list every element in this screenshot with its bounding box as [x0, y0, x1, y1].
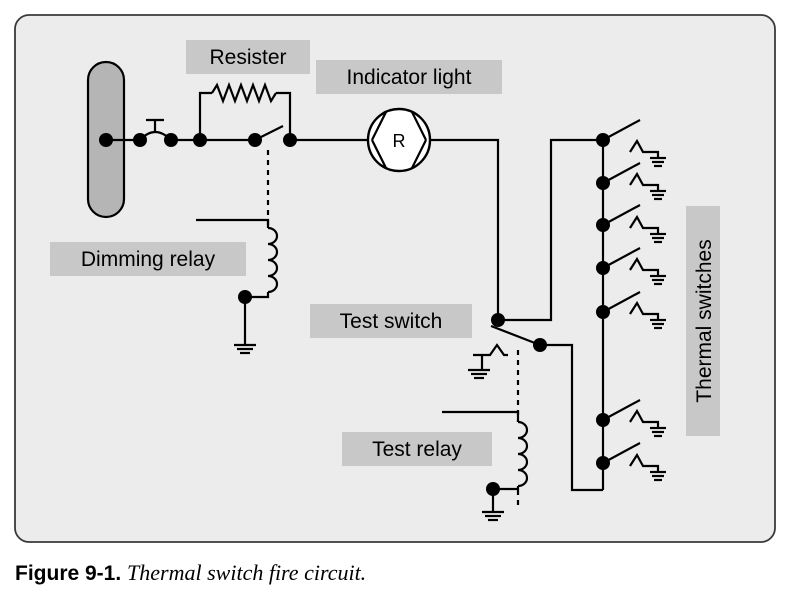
resister-label: Resister: [209, 46, 286, 69]
thermal-switch-6: [602, 399, 666, 438]
test-switch-label-box: [310, 304, 472, 338]
thermal-switch-5: [602, 291, 666, 330]
test-switch-label: Test switch: [340, 310, 443, 333]
thermal-switch-1: [602, 119, 666, 168]
junction-dots: [99, 133, 610, 496]
test-switch: [468, 138, 603, 510]
thermal-switch-4: [602, 247, 666, 286]
dimming-relay-label-box: [50, 242, 246, 276]
dimming-relay-label: Dimming relay: [81, 248, 216, 271]
resistor-symbol: [211, 81, 277, 105]
diagram-panel: [14, 14, 776, 543]
main-wiring: [106, 81, 500, 320]
figure-number: Figure 9-1.: [15, 562, 122, 585]
figure-title: Thermal switch fire circuit.: [127, 560, 367, 585]
test-relay-label-box: [342, 432, 492, 466]
resister-label-box: [186, 40, 310, 74]
figure-caption: Figure 9-1. Thermal switch fire circuit.: [15, 560, 366, 586]
thermal-switches-label-box: [686, 206, 720, 436]
indicator-light-label-box: [316, 60, 502, 94]
dimming-relay-coil: [196, 218, 279, 355]
test-relay-coil: [442, 410, 529, 522]
test-relay-label: Test relay: [372, 438, 462, 461]
thermal-switches-label: Thermal switches: [693, 239, 716, 402]
thermal-switch-7: [602, 442, 666, 482]
thermal-switch-3: [602, 204, 666, 244]
thermal-switch-2: [602, 162, 666, 201]
indicator-light-label: Indicator light: [347, 66, 472, 89]
lamp-letter: R: [393, 131, 406, 151]
indicator-lamp: R: [366, 107, 432, 173]
